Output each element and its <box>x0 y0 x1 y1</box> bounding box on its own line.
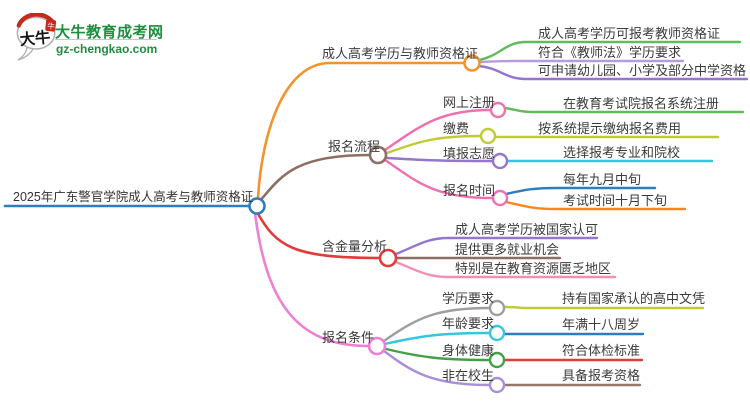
branch4-sub2-curve <box>383 331 491 346</box>
branch1-curve <box>256 61 466 200</box>
branch2-sub4-label: 报名时间 <box>443 183 496 198</box>
branch4-sub3-circle <box>488 351 506 369</box>
branch3-leaf1-label: 成人高考学历被国家认可 <box>455 222 599 237</box>
logo-mark-text: 大牛 <box>19 28 51 49</box>
site-logo: 牛 大牛 大牛教育成考网 gz-chengkao.com <box>0 0 220 70</box>
branch3-leaf2-label: 提供更多就业机会 <box>455 242 560 257</box>
branch2-sub3-label: 填报志愿 <box>443 146 496 161</box>
branch4-sub2-leaf-label: 年满十八周岁 <box>562 317 641 332</box>
branch4-sub1-leaf-line <box>502 305 705 310</box>
branch4-sub1-circle <box>488 299 506 317</box>
branch2-curve <box>257 153 371 204</box>
branch2-sub4-leaf1-label: 每年九月中旬 <box>563 172 642 187</box>
branch4-sub1-curve <box>382 306 491 343</box>
branch2-sub1-curve <box>383 108 492 152</box>
branch2-sub2-leaf-label: 按系统提示缴纳报名费用 <box>538 121 682 136</box>
branch4-label: 报名条件 <box>322 330 375 345</box>
branch4-sub1-label: 学历要求 <box>442 291 495 306</box>
bran4-sub4-circle <box>488 376 506 394</box>
branch4-sub4-curve <box>382 349 491 387</box>
branch1-label: 成人高考学历与教师资格证 <box>322 46 479 61</box>
branch4-curve <box>253 211 370 348</box>
center-node-circle <box>248 197 266 215</box>
branch1-leaf2-label: 符合《教师法》学历要求 <box>538 45 682 60</box>
branch2-sub1-leaf-line <box>503 106 745 114</box>
logo-bubble-icon: 牛 大牛 <box>16 13 57 61</box>
branch3-leaf1-line <box>394 236 599 256</box>
branch2-sub1-leaf-label: 在教育考试院报名系统注册 <box>563 96 720 111</box>
branch2-sub4-curve <box>383 158 494 200</box>
branch4-sub4-leaf-label: 具备报考资格 <box>562 368 641 383</box>
branch3-leaf3-label: 特别是在教育资源匮乏地区 <box>455 261 612 276</box>
logo-divider <box>55 39 157 40</box>
branch2-sub4-circle <box>491 189 509 207</box>
branch2-sub4-leaf2-line <box>504 200 687 211</box>
branch3-node-circle <box>378 248 398 268</box>
branch3-label: 含金量分析 <box>322 239 388 254</box>
branch4-sub2-label: 年龄要求 <box>442 316 495 331</box>
branch1-leaf3-line <box>477 64 749 81</box>
branch3-curve <box>255 210 381 260</box>
branch2-sub1-label: 网上注册 <box>443 95 496 110</box>
branch2-sub2-circle <box>479 127 497 145</box>
logo-seal <box>45 19 57 32</box>
branch2-label: 报名流程 <box>328 139 381 154</box>
branch1-leaf1-line <box>477 40 742 62</box>
branch4-sub3-label: 身体健康 <box>442 343 495 358</box>
branch2-sub3-leaf-label: 选择报考专业和院校 <box>563 145 681 160</box>
center-node-label: 2025年广东警官学院成人高考与教师资格证 <box>13 190 254 204</box>
branch2-sub4-leaf2-label: 考试时间十月下旬 <box>563 193 668 208</box>
branch1-leaf3-label: 可申请幼儿园、小学及部分中学资格 <box>538 63 747 78</box>
logo-domain: gz-chengkao.com <box>56 42 158 56</box>
logo-seal-text: 牛 <box>47 21 56 32</box>
branch2-sub2-curve <box>385 134 482 155</box>
branch2-sub4-leaf1-line <box>504 186 657 196</box>
branch1-leaf2-line <box>478 59 685 64</box>
branch2-sub2-label: 缴费 <box>443 121 470 136</box>
branch4-sub3-curve <box>384 347 491 362</box>
branch4-sub4-label: 非在校生 <box>442 368 495 383</box>
branch4-sub1-leaf-label: 持有国家承认的高中文凭 <box>562 291 706 306</box>
branch4-sub2-circle <box>488 324 506 342</box>
branch4-sub3-leaf-label: 符合体检标准 <box>562 343 641 358</box>
branch4-node-circle <box>367 336 387 356</box>
branch3-leaf3-line <box>394 260 617 279</box>
logo-red-arc <box>16 13 55 28</box>
branch1-leaf1-label: 成人高考学历可报考教师资格证 <box>538 26 721 41</box>
branch2-node-circle <box>368 145 388 165</box>
branch1-node-circle <box>463 54 481 72</box>
branch2-sub3-circle <box>491 152 509 170</box>
logo-bubble <box>16 16 56 50</box>
branch2-sub1-circle <box>489 101 507 119</box>
branch2-sub3-curve <box>385 156 494 163</box>
logo-site-name: 大牛教育成考网 <box>55 24 164 41</box>
